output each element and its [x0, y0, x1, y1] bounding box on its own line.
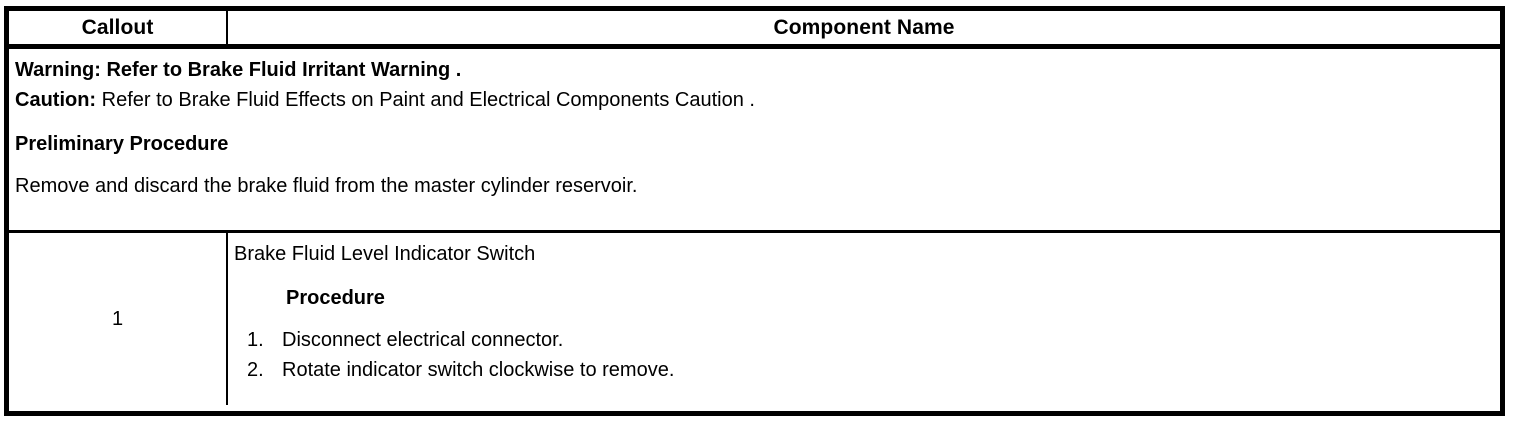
table-row: 1 Brake Fluid Level Indicator Switch Pro… — [9, 233, 1500, 405]
spacer-below-preliminary-heading — [15, 159, 1500, 171]
service-procedure-table: Callout Component Name Warning: Refer to… — [4, 6, 1505, 416]
spacer-above-preliminary — [15, 115, 1500, 129]
column-header-component-name: Component Name — [773, 15, 955, 39]
component-name-text: Brake Fluid Level Indicator Switch — [234, 243, 536, 265]
warning-line: Warning: Refer to Brake Fluid Irritant W… — [15, 55, 1500, 85]
table-header-row: Callout Component Name — [9, 11, 1500, 49]
list-item: 1. Disconnect electrical connector. — [234, 325, 1500, 355]
component-detail-cell: Brake Fluid Level Indicator Switch Proce… — [228, 233, 1500, 405]
procedure-heading: Procedure — [286, 287, 385, 309]
caution-link[interactable]: Refer to Brake Fluid Effects on Paint an… — [101, 89, 744, 111]
callout-number-cell: 1 — [9, 233, 228, 405]
list-item: 2. Rotate indicator switch clockwise to … — [234, 355, 1500, 385]
spacer-below-procedure-heading — [234, 313, 1500, 325]
warning-link[interactable]: Refer to Brake Fluid Irritant Warning — [106, 59, 451, 81]
column-header-callout: Callout — [9, 11, 228, 44]
step-number: 1. — [247, 329, 264, 351]
notice-row: Warning: Refer to Brake Fluid Irritant W… — [9, 49, 1500, 233]
preliminary-procedure-heading: Preliminary Procedure — [15, 133, 229, 155]
spacer-above-procedure — [234, 269, 1500, 283]
caution-label: Caution: — [15, 89, 97, 111]
caution-line: Caution: Refer to Brake Fluid Effects on… — [15, 85, 1500, 115]
procedure-step-list: 1. Disconnect electrical connector. 2. R… — [234, 325, 1500, 385]
preliminary-procedure-text: Remove and discard the brake fluid from … — [15, 175, 638, 197]
warning-terminator: . — [455, 59, 462, 81]
warning-label: Warning: — [15, 59, 101, 81]
step-text: Rotate indicator switch clockwise to rem… — [282, 359, 675, 381]
step-text: Disconnect electrical connector. — [282, 329, 564, 351]
caution-terminator: . — [749, 89, 755, 111]
step-number: 2. — [247, 359, 264, 381]
